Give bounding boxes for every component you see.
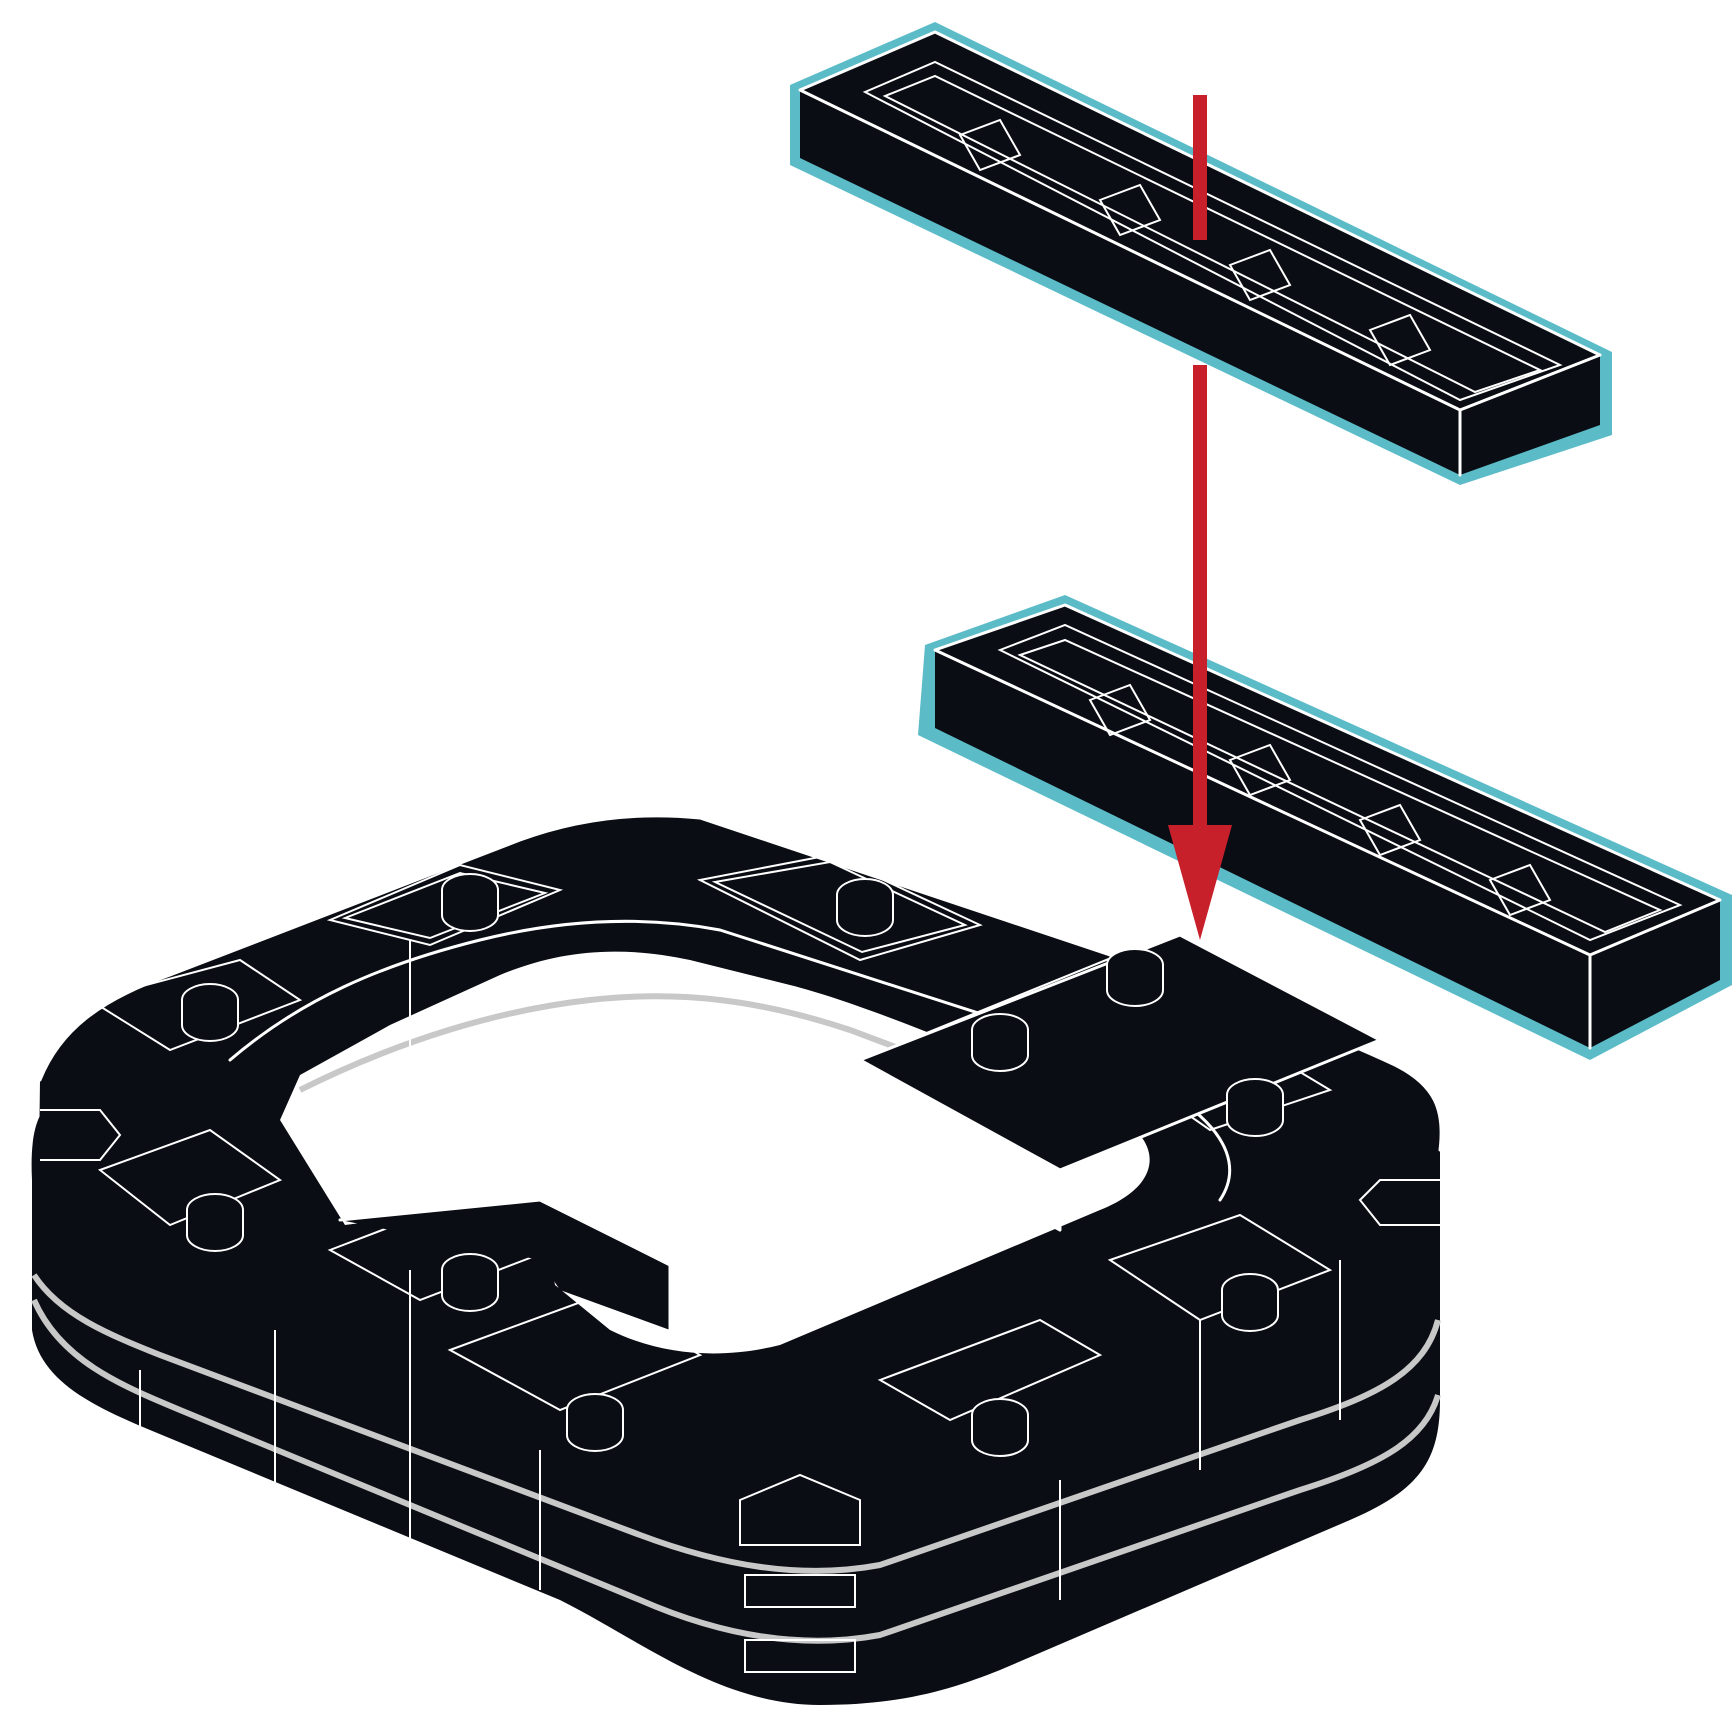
stud bbox=[182, 984, 238, 1041]
stud bbox=[1107, 949, 1163, 1006]
stud bbox=[1227, 1079, 1283, 1136]
base-ring-assembly bbox=[32, 816, 1442, 1705]
stud bbox=[837, 879, 893, 936]
arrow-head bbox=[1168, 825, 1232, 940]
stud bbox=[187, 1194, 243, 1251]
stud bbox=[442, 1254, 498, 1311]
stud bbox=[1222, 1274, 1278, 1331]
stud bbox=[972, 1014, 1028, 1071]
stud bbox=[567, 1394, 623, 1451]
arrow-shaft-upper bbox=[1193, 95, 1207, 240]
arrow-shaft-lower bbox=[1193, 365, 1207, 835]
stud bbox=[442, 874, 498, 931]
stud bbox=[972, 1399, 1028, 1456]
